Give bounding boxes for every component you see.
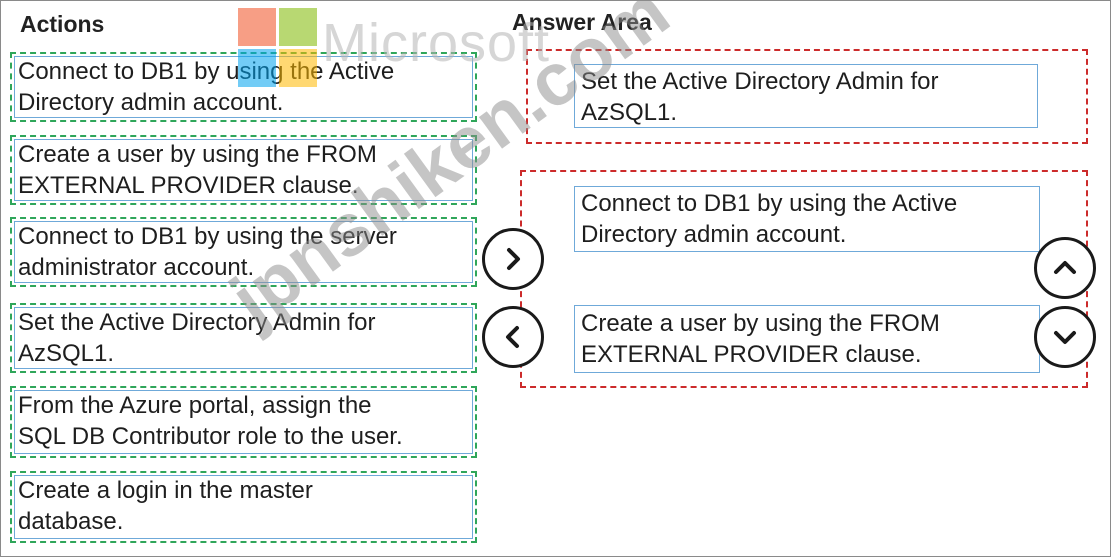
answer-item-create-user-external[interactable]: Create a user by using the FROM EXTERNAL…: [574, 305, 1040, 373]
chevron-left-icon: [506, 326, 519, 348]
microsoft-logo-watermark: [238, 8, 318, 88]
action-item-label: Set the Active Directory Admin for AzSQL…: [18, 309, 376, 367]
chevron-right-icon: [507, 248, 520, 270]
action-item-create-login-master[interactable]: Create a login in the master database.: [10, 471, 477, 543]
answer-slot-group-1: [526, 49, 1088, 144]
answer-item-label: Connect to DB1 by using the Active Direc…: [581, 190, 958, 248]
action-item-connect-server-admin[interactable]: Connect to DB1 by using the server admin…: [10, 217, 477, 287]
answer-area-heading: Answer Area: [512, 9, 652, 35]
answer-item-set-ad-admin[interactable]: Set the Active Directory Admin for AzSQL…: [574, 64, 1038, 128]
answer-item-label: Create a user by using the FROM EXTERNAL…: [581, 310, 940, 368]
action-item-set-ad-admin[interactable]: Set the Active Directory Admin for AzSQL…: [10, 303, 477, 373]
action-item-label: Create a login in the master database.: [18, 477, 313, 535]
action-item-label: Connect to DB1 by using the server admin…: [18, 223, 397, 281]
move-left-button[interactable]: [482, 306, 544, 368]
chevron-down-icon: [1054, 331, 1076, 344]
move-down-button[interactable]: [1034, 306, 1096, 368]
microsoft-watermark-text: Microsoft: [322, 13, 551, 73]
actions-heading: Actions: [20, 11, 105, 37]
action-item-label: From the Azure portal, assign the SQL DB…: [18, 392, 403, 450]
move-up-button[interactable]: [1034, 237, 1096, 299]
chevron-up-icon: [1054, 261, 1076, 274]
move-right-button[interactable]: [482, 228, 544, 290]
answer-item-label: Set the Active Directory Admin for AzSQL…: [581, 68, 939, 126]
answer-item-connect-ad-admin[interactable]: Connect to DB1 by using the Active Direc…: [574, 186, 1040, 252]
action-item-label: Create a user by using the FROM EXTERNAL…: [18, 141, 377, 199]
action-item-assign-contributor-role[interactable]: From the Azure portal, assign the SQL DB…: [10, 386, 477, 458]
action-item-create-user-external[interactable]: Create a user by using the FROM EXTERNAL…: [10, 135, 477, 205]
